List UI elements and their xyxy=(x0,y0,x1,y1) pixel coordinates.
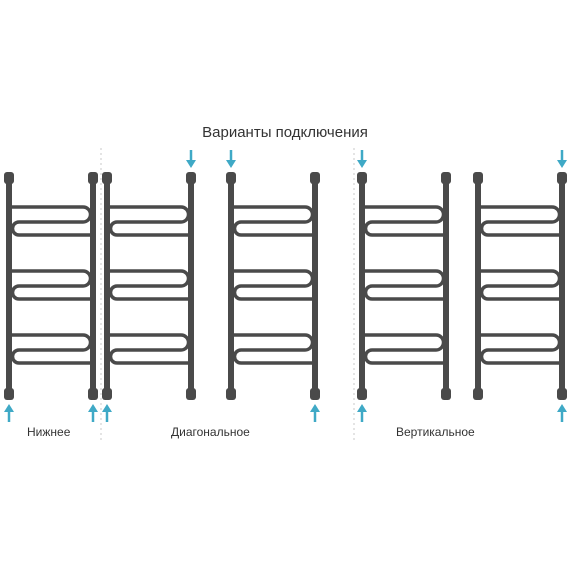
radiator-cap xyxy=(473,172,483,184)
coil-pipe xyxy=(10,269,93,301)
radiator-cap xyxy=(441,172,451,184)
radiator-cap xyxy=(186,388,196,400)
coil-pipe xyxy=(10,333,93,365)
radiator-post xyxy=(312,182,318,390)
radiator-cap xyxy=(557,388,567,400)
radiator-variant-3 xyxy=(226,150,320,422)
radiator-cap xyxy=(102,172,112,184)
radiator-post xyxy=(475,182,481,390)
coil-pipe xyxy=(479,205,562,237)
radiator-cap xyxy=(557,172,567,184)
radiator-post xyxy=(359,182,365,390)
coil-pipe xyxy=(363,333,446,365)
radiator-variant-4 xyxy=(357,150,451,422)
arrow-down-icon xyxy=(226,150,236,168)
radiator-post xyxy=(104,182,110,390)
radiator-post xyxy=(559,182,565,390)
arrow-up-icon xyxy=(557,404,567,422)
coil-pipe xyxy=(232,205,315,237)
label-bottom-connection: Нижнее xyxy=(27,425,71,439)
radiator-cap xyxy=(226,388,236,400)
radiator-cap xyxy=(441,388,451,400)
radiator-cap xyxy=(357,388,367,400)
coil-pipe xyxy=(10,205,93,237)
coil-pipe xyxy=(363,205,446,237)
arrow-up-icon xyxy=(102,404,112,422)
group-dividers xyxy=(100,148,355,440)
radiator-variant-2 xyxy=(102,150,196,422)
arrow-up-icon xyxy=(4,404,14,422)
radiator-post xyxy=(6,182,12,390)
radiator-cap xyxy=(473,388,483,400)
radiator-variant-5 xyxy=(473,150,567,422)
radiator-cap xyxy=(88,172,98,184)
radiator-post xyxy=(228,182,234,390)
label-vertical-connection: Вертикальное xyxy=(396,425,475,439)
radiator-cap xyxy=(4,388,14,400)
radiator-variant-1 xyxy=(4,172,98,422)
coil-pipe xyxy=(479,333,562,365)
arrow-down-icon xyxy=(357,150,367,168)
radiator-cap xyxy=(310,388,320,400)
diagram-title: Варианты подключения xyxy=(202,124,368,141)
arrow-up-icon xyxy=(357,404,367,422)
radiator-cap xyxy=(88,388,98,400)
radiator-post xyxy=(188,182,194,390)
radiator-post xyxy=(443,182,449,390)
coil-pipe xyxy=(232,269,315,301)
arrow-down-icon xyxy=(186,150,196,168)
radiators xyxy=(4,150,567,422)
radiator-cap xyxy=(4,172,14,184)
radiator-cap xyxy=(357,172,367,184)
coil-pipe xyxy=(108,269,191,301)
coil-pipe xyxy=(108,205,191,237)
radiator-cap xyxy=(102,388,112,400)
arrow-up-icon xyxy=(310,404,320,422)
radiator-cap xyxy=(310,172,320,184)
radiator-post xyxy=(90,182,96,390)
coil-pipe xyxy=(108,333,191,365)
coil-pipe xyxy=(479,269,562,301)
arrow-down-icon xyxy=(557,150,567,168)
coil-pipe xyxy=(363,269,446,301)
label-diagonal-connection: Диагональное xyxy=(171,425,250,439)
arrow-up-icon xyxy=(88,404,98,422)
radiator-cap xyxy=(226,172,236,184)
coil-pipe xyxy=(232,333,315,365)
radiator-cap xyxy=(186,172,196,184)
